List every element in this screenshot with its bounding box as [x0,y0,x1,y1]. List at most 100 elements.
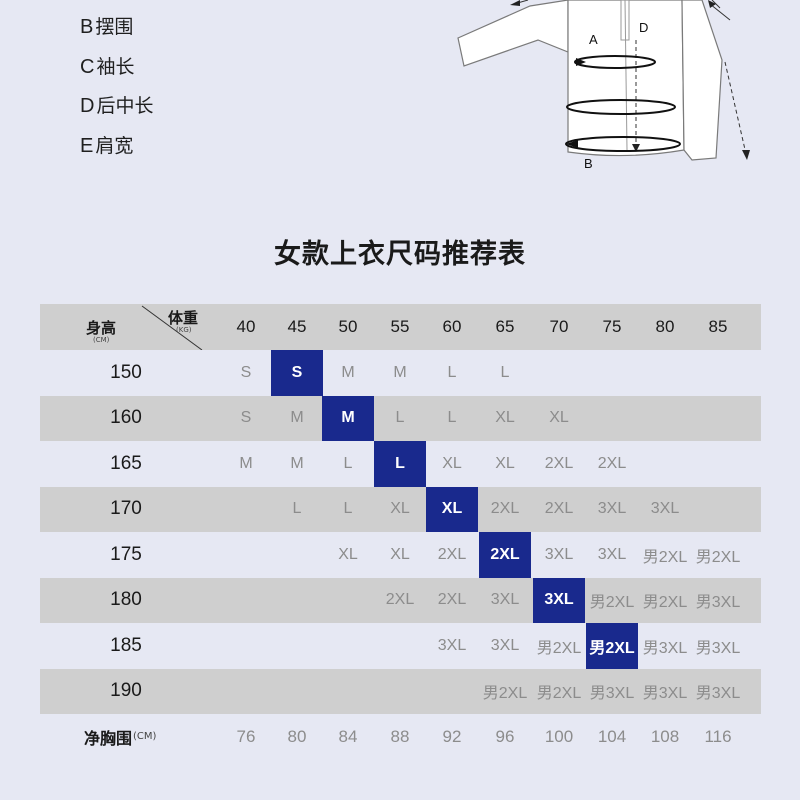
weight-header-cell: 75 [602,317,622,336]
size-cell: L [343,454,353,472]
height-label: 175 [110,543,142,565]
size-cell: L [500,363,510,381]
size-cell: 男3XL [589,685,635,703]
size-cell: 男3XL [642,639,688,657]
weight-header-cell: 80 [655,317,675,336]
chest-value: 100 [544,726,574,746]
label-d: D [639,20,649,35]
chest-label: 净胸围(CM) [84,728,157,748]
weight-header-cell: 60 [442,317,462,336]
corner-diagonal-line [141,305,203,350]
size-cell: 3XL [437,636,467,654]
size-cell: 3XL [650,500,680,518]
size-cell: 男2XL [642,594,688,612]
size-cell: S [240,363,252,381]
size-cell: 男2XL [695,548,741,566]
size-cell: 2XL [544,500,574,518]
size-cell: XL [495,454,515,472]
size-cell: 3XL [597,500,627,518]
chest-value: 84 [338,726,358,746]
recommended-size-cell: XL [426,486,478,532]
size-cell: 男3XL [642,685,688,703]
size-cell: 3XL [490,636,520,654]
size-cell: L [343,500,353,518]
size-cell: 2XL [437,545,467,563]
size-cell: XL [549,409,569,427]
table-row: 170 L L XL XL 2XL 2XL 3XL 3XL [40,486,761,532]
size-cell: 2XL [437,591,467,609]
recommended-size-cell: L [374,441,426,487]
size-cell: L [447,409,457,427]
size-cell: 3XL [490,591,520,609]
label-a: A [589,32,598,47]
size-cell: 2XL [385,591,415,609]
size-cell: 2XL [544,454,574,472]
size-cell: 2XL [490,500,520,518]
size-cell: S [240,409,252,427]
height-label: 180 [110,589,142,611]
size-cell: 男2XL [536,685,582,703]
height-header-unit: (CM) [93,336,110,344]
height-label: 190 [110,680,142,702]
size-cell: M [239,454,253,472]
size-cell: 2XL [597,454,627,472]
weight-header-cell: 85 [708,317,728,336]
size-cell: M [290,454,304,472]
height-label: 170 [110,498,142,520]
recommended-size-cell: S [271,350,323,396]
chest-value: 108 [650,726,680,746]
size-cell: XL [390,545,410,563]
table-row: 190 男2XL 男2XL 男3XL 男3XL 男3XL [40,668,761,714]
chest-value: 92 [442,726,462,746]
size-cell: 男3XL [695,685,741,703]
chest-value: 96 [495,726,515,746]
weight-header-cell: 50 [338,317,358,336]
weight-header-unit: (KG) [176,326,192,334]
label-b: B [584,156,593,171]
height-label: 165 [110,452,142,474]
weight-header-label: 体重 [168,309,199,327]
size-cell: 男2XL [642,548,688,566]
size-cell: 男2XL [536,639,582,657]
size-cell: L [395,409,405,427]
table-corner-header: 身高 (CM) 体重 (KG) [80,304,210,350]
size-cell: XL [338,545,358,563]
size-cell: M [393,363,407,381]
chest-value: 104 [597,726,627,746]
size-cell: L [447,363,457,381]
size-chart-title: 女款上衣尺码推荐表 [274,239,526,270]
weight-header-cell: 45 [287,317,307,336]
jacket-outline-illustration [457,0,750,161]
chest-unit: (CM) [133,731,157,743]
weight-header-cell: 55 [390,317,410,336]
chest-value: 116 [704,726,732,746]
size-cell: 男3XL [695,594,741,612]
size-cell: L [292,500,302,518]
chest-value: 76 [236,726,256,746]
size-cell: 3XL [597,545,627,563]
recommended-size-cell: 3XL [533,577,585,623]
weight-header-cell: 65 [495,317,515,336]
size-cell: XL [390,500,410,518]
jacket-diagram: A D B [440,0,770,180]
recommended-size-cell: 男2XL [586,623,638,669]
recommended-size-cell: 2XL [479,532,531,578]
size-cell: M [290,409,304,427]
size-cell: M [341,363,355,381]
size-cell: 男2XL [589,594,635,612]
size-cell: 男2XL [482,685,528,703]
size-cell: XL [442,454,462,472]
size-cell: XL [495,409,515,427]
weight-header-cell: 70 [549,317,569,336]
